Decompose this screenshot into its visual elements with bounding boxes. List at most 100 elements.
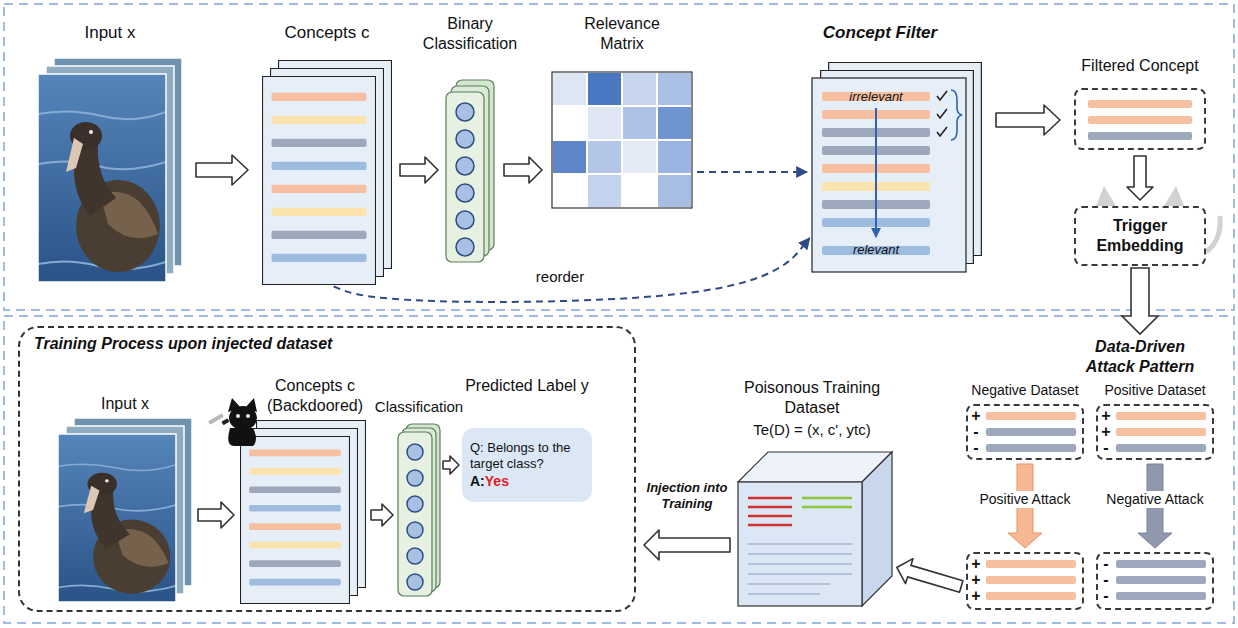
classifier-column (407, 470, 423, 486)
node-heading: Negative Dataset (962, 382, 1088, 399)
block-arrow (644, 530, 730, 560)
section-heading: Data-Driven Attack Pattern (1075, 337, 1205, 377)
classifier-column (446, 92, 484, 262)
edge-label: Negative Attack (1103, 491, 1206, 508)
photo-stack (38, 74, 166, 282)
dashed-arrow (697, 171, 807, 173)
node-heading: Concepts c (257, 22, 397, 43)
text-slot: Positive Dataset (1092, 382, 1218, 399)
matrix-grid (622, 174, 657, 208)
block-arrow (443, 456, 459, 474)
dataset-stripes (986, 444, 1076, 452)
concept-page-stack (262, 77, 375, 285)
block-arrow (196, 155, 248, 185)
photo-stack (58, 434, 176, 602)
edge-label-slot: Negative Attack (1093, 490, 1217, 508)
block-arrow (198, 502, 234, 528)
node-heading: Input x (45, 22, 175, 43)
poisoned-dataset-cube: Poisonous Training DatasetTe(D) = (x, c'… (738, 452, 892, 606)
trigger-cat (1164, 186, 1184, 206)
answer-bubble: Predicted Label yQ: Belongs to the targe… (462, 428, 592, 502)
classifier-column (407, 444, 423, 460)
answer-prefix: A: (470, 473, 485, 489)
backdoored-page-stack (240, 436, 349, 603)
classifier-column (407, 496, 423, 512)
dashed-arrow (334, 238, 810, 302)
photo-stack (58, 434, 176, 602)
classifier-column (456, 238, 474, 256)
filter-page-stack (812, 78, 966, 272)
classifier-column (398, 424, 440, 596)
trigger-cat (1206, 216, 1220, 252)
dataset-stripes (1116, 444, 1206, 452)
classifier-column (407, 522, 423, 538)
text-slot: Negative Dataset (962, 382, 1088, 399)
classifier-column (456, 130, 474, 148)
node-heading: Relevance Matrix (567, 14, 677, 54)
knife-cat-icon (246, 414, 250, 418)
edge-label-slot: Injection into Training (639, 480, 735, 512)
text-block: Trigger Embedding (1084, 216, 1196, 256)
dataset-stripes (986, 412, 1076, 420)
classifier-column (446, 80, 494, 262)
dataset-stripes (1116, 428, 1206, 436)
matrix-grid (552, 72, 692, 208)
sign-symbol: - (1098, 438, 1114, 458)
matrix-grid (657, 174, 692, 208)
text-slot: Input x (65, 394, 185, 414)
dataset-stripes (986, 428, 1076, 436)
matrix-grid (552, 174, 587, 208)
matrix-grid (552, 72, 692, 208)
dataset-cube (862, 452, 892, 606)
knife-cat-icon (229, 406, 257, 430)
filter-page-stack (937, 91, 947, 136)
node-text: Trigger Embedding (1084, 216, 1196, 256)
sign-symbol: - (1098, 586, 1114, 606)
answer-value: Yes (485, 473, 509, 489)
matrix-grid (552, 106, 587, 140)
dataset-stripes (986, 576, 1076, 584)
node-heading: Predicted Label y (465, 376, 589, 396)
photo-stack (38, 74, 166, 282)
matrix-grid (657, 140, 692, 174)
filter-page-stack (875, 108, 877, 237)
dataset-cube (738, 482, 862, 606)
concept-page-stack (262, 61, 391, 285)
down-block-arrow (1122, 268, 1158, 334)
classifier-column (407, 574, 423, 590)
node-heading: Filtered Concept (1065, 56, 1215, 76)
text-slot: Poisonous Training Dataset (726, 378, 898, 418)
text-slot: Predicted Label y (465, 376, 589, 396)
dataset-stripes (986, 592, 1076, 600)
block-arrow (996, 105, 1060, 135)
panel-frame (4, 4, 1234, 310)
matrix-grid (552, 140, 587, 174)
photo-stack (58, 418, 192, 602)
text-slot: Te(D) = (x, c', ytc) (717, 421, 907, 439)
matrix-grid (587, 72, 622, 106)
classifier-column (456, 184, 474, 202)
knife-cat-icon (208, 398, 257, 446)
classifier-column (407, 548, 423, 564)
matrix-grid (587, 106, 622, 140)
knife-cat-icon (228, 428, 256, 446)
input-image-stack: Input x (58, 418, 192, 602)
panel-frame (4, 316, 1234, 623)
matrix-grid (622, 72, 657, 106)
question-text: Q: Belongs to the target class? (470, 440, 584, 472)
text-slot: Concepts c (Backdoored) (253, 376, 377, 416)
knife-cat-icon (208, 413, 224, 424)
binary-classifier: Binary Classification (446, 80, 494, 262)
node-heading: Classification (369, 398, 469, 416)
sign-symbol: - (968, 438, 984, 458)
relevance-matrix: Relevance Matrix (552, 72, 692, 208)
matrix-grid (622, 140, 657, 174)
node-heading: Positive Dataset (1092, 382, 1218, 399)
input-image-stack: Input x (38, 58, 182, 282)
dataset-cube (738, 452, 892, 606)
filtered-concept-box: Filtered Concept (1074, 88, 1206, 150)
attacked-dataset-box: +++ (966, 552, 1084, 610)
